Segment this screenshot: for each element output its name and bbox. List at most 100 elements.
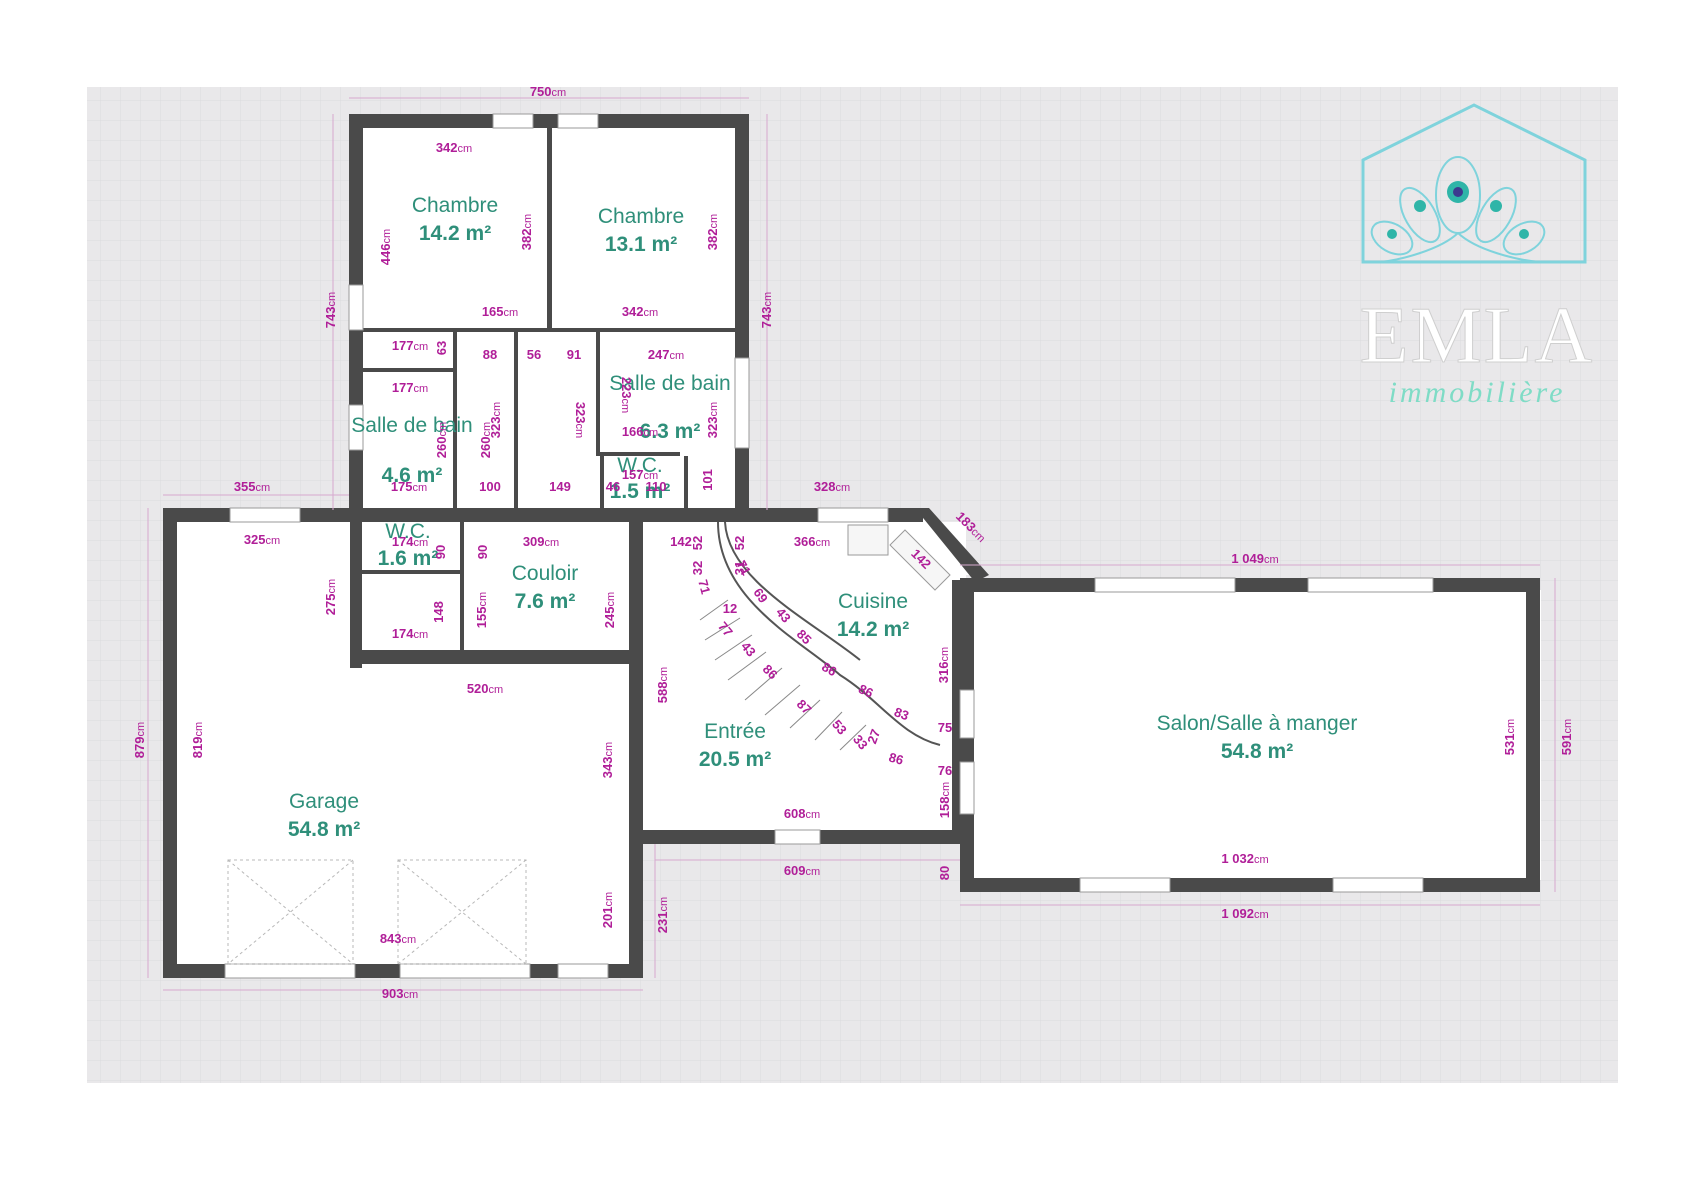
room-name: Chambre [412,194,498,217]
dimension-label: 531cm [1502,719,1517,755]
room-name: Salle de bain [609,372,730,395]
dimension-label: 86 [819,659,839,679]
dimension-label: 148 [431,601,446,623]
dimension-label: 316cm [936,647,951,683]
dimension-label: 75 [938,720,952,735]
room-area: 13.1 m² [605,233,677,256]
dimension-label: 175cm [391,479,427,494]
kitchen-counter [847,524,951,591]
dimension-label: 1 092cm [1221,906,1268,921]
dimension-label: 843cm [380,931,416,946]
dimension-label: 142 [670,534,692,549]
dimension-label: 201cm [600,892,615,928]
room-labels: Chambre 14.2 m² Chambre 13.1 m² Salle de… [288,194,1358,841]
dimension-label: 52 [732,536,747,550]
dimension-label: 260cm [478,422,493,458]
dimension-label: 342cm [622,304,658,319]
dimension-label: 323cm [573,402,588,438]
dimension-label: 165cm [482,304,518,319]
dimension-label: 177cm [392,380,428,395]
dimension-label: 90 [433,545,448,559]
room-name: Couloir [512,562,579,585]
room-area: 14.2 m² [837,618,909,641]
dimension-label: 343cm [600,742,615,778]
dimension-label: 750cm [530,84,566,99]
dimension-label: 71 [695,578,713,596]
dimension-label: 101 [700,469,715,491]
room-area: 6.3 m² [640,420,701,443]
dimension-label: 69 [750,585,771,605]
room-name: Salle de bain [351,414,472,437]
dimension-label: 520cm [467,681,503,696]
dimension-label: 609cm [784,863,820,878]
dimension-label: 80 [937,866,952,880]
dimension-label: 323cm [705,402,720,438]
dimension-label: 83 [892,704,911,723]
dimension-label: 247cm [648,347,684,362]
house-outline-icon [1361,103,1587,264]
dimension-label: 1 032cm [1221,851,1268,866]
dimension-label: 743cm [323,292,338,328]
room-area: 54.8 m² [288,818,360,841]
dimension-label: 879cm [132,722,147,758]
room-name: W.C. [385,520,431,543]
room-area: 20.5 m² [699,748,771,771]
dimension-label: 88 [483,347,497,362]
dimension-label: 56 [527,347,541,362]
dimension-label: 166cm [622,424,658,439]
room-name: W.C. [617,454,663,477]
dimension-label: 382cm [705,214,720,250]
dimension-label: 100 [479,479,501,494]
dimension-label: 76 [938,763,952,778]
dimension-label: 63 [434,341,449,355]
dimension-label: 309cm [523,534,559,549]
dimension-label: 157cm [622,467,658,482]
dimension-label: 86 [856,681,875,701]
room-area: 7.6 m² [515,590,576,613]
dimension-lines [147,97,1556,991]
dimension-label: 46 [606,479,620,494]
dimension-label: 174cm [392,626,428,641]
dimension-label: 52 [690,536,705,550]
dimension-label: 86 [887,750,905,768]
angled-wall [915,508,989,582]
dimension-label: 743cm [759,292,774,328]
dimension-label: 32 [690,561,705,575]
room-name: Entrée [704,720,766,743]
stair-treads [699,599,867,751]
logo-subtitle: immobilière [1389,376,1566,409]
dimension-label: 323cm [488,402,503,438]
dimension-label: 231cm [655,897,670,933]
dimension-label: 366cm [794,534,830,549]
dimension-label: 903cm [382,986,418,1001]
dimension-label: 382cm [519,214,534,250]
dimension-label: 177cm [392,338,428,353]
brand-logo: EMLA immobilière [1359,103,1593,409]
dimension-label: 260cm [434,422,449,458]
dimension-label: 71 [734,558,754,578]
windows [224,113,1434,979]
room-area: 4.6 m² [382,464,443,487]
dimension-label: 1 049cm [1231,551,1278,566]
dimension-label: 355cm [234,479,270,494]
dimension-label: 325cm [244,532,280,547]
dimension-label: 245cm [602,592,617,628]
room-floors [170,125,1541,972]
room-area: 1.5 m² [610,480,671,503]
room-name: Cuisine [838,590,908,613]
dimension-labels: 750cm 342cm 446cm 382cm 382cm 743cm 743c… [132,84,1574,1001]
dimension-label: 12 [723,601,737,616]
dimension-label: 342cm [436,140,472,155]
dimension-label: 608cm [784,806,820,821]
dimension-label: 91 [567,347,581,362]
dimension-label: 27 [864,727,883,746]
dimension-label: 110 [646,479,667,494]
dimension-label: 155cm [474,592,489,628]
room-name: Garage [289,790,359,813]
dimension-label: 174cm [392,534,428,549]
dimension-label: 819cm [190,722,205,758]
dimension-label: 149 [549,479,571,494]
dimension-label: 90 [475,545,490,559]
dimension-label: 328cm [814,479,850,494]
